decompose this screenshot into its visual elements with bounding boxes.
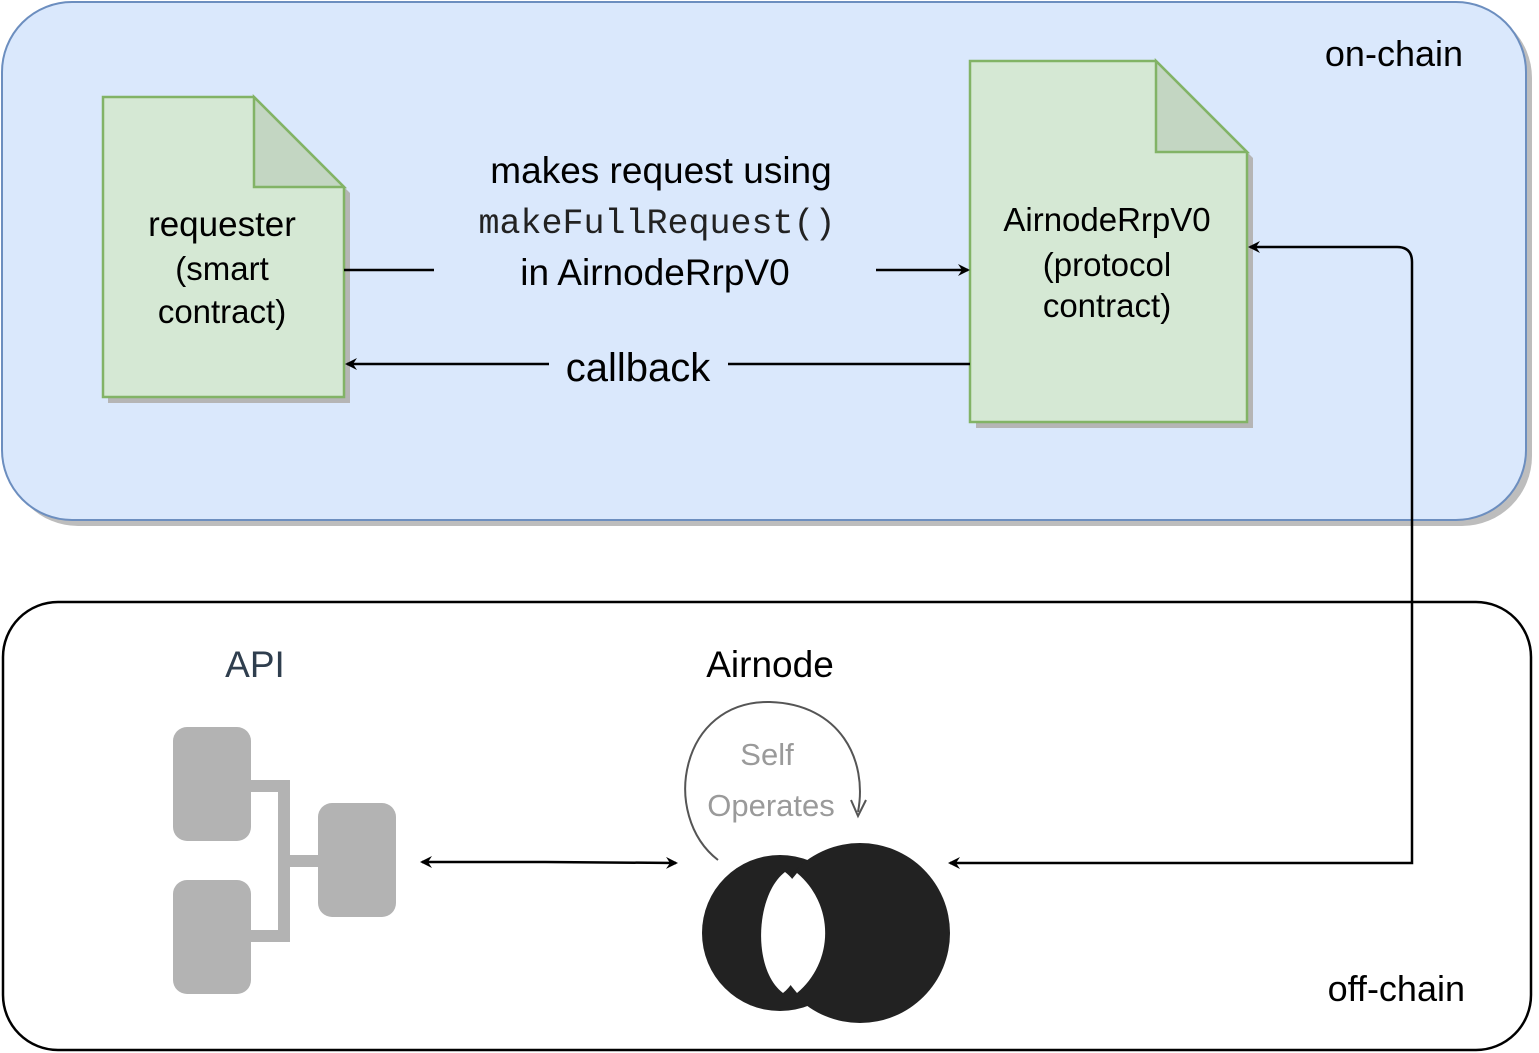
requester-title: requester [148,205,296,244]
self-operates-icon: Self Operates [684,700,867,861]
requester-subtitle-1: (smart [175,250,269,287]
self-operates-line-2: Operates [707,788,835,823]
callback-edge: callback [345,346,970,390]
airnoderrpv0-subtitle-1: (protocol [1043,246,1171,283]
request-edge-label-1: makes request using [490,150,831,191]
airnoderrpv0-node[interactable]: AirnodeRrpV0 (protocol contract) [968,57,1253,428]
api-airnode-edge [420,856,678,869]
on-chain-label: on-chain [1325,33,1463,74]
off-chain-label: off-chain [1328,968,1465,1009]
request-edge-label-3: in AirnodeRrpV0 [520,252,789,293]
airnoderrpv0-title: AirnodeRrpV0 [1003,201,1210,238]
request-edge-function: makeFullRequest() [478,204,835,244]
self-operates-line-1: Self [740,737,794,772]
api-label: API [225,644,285,685]
requester-node[interactable]: requester (smart contract) [101,93,350,403]
api-node[interactable]: API [173,644,396,994]
airnode-label: Airnode [706,644,834,685]
airnoderrpv0-subtitle-2: contract) [1043,287,1171,324]
request-edge: makes request using makeFullRequest() in… [344,150,970,293]
airnode-protocol-edge [948,241,1414,869]
requester-subtitle-2: contract) [158,293,286,330]
api-network-icon [173,727,396,994]
airnode-logo-icon [702,843,950,1023]
callback-label: callback [566,346,712,390]
airnode-node[interactable]: Airnode Self Operates [684,644,950,1023]
off-chain-zone: off-chain [1,600,1533,1052]
